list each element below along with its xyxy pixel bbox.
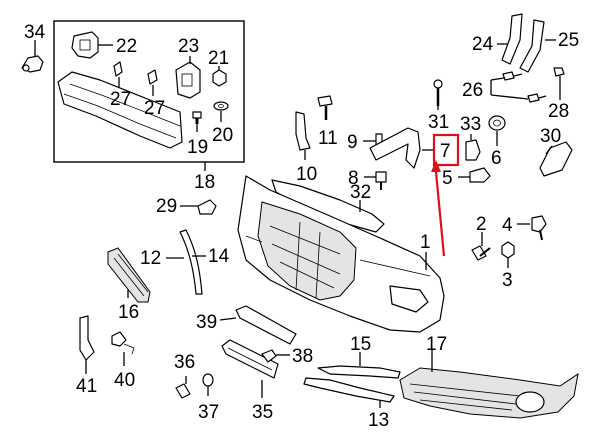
- callout-7: 7: [440, 141, 451, 162]
- callout-32: 32: [350, 182, 371, 203]
- part-27-pads-drawing: [113, 61, 158, 96]
- callout-24: 24: [472, 34, 494, 55]
- callout-11: 11: [318, 128, 338, 149]
- callout-35: 35: [252, 402, 273, 423]
- part-34-clip-drawing: [21, 40, 44, 73]
- callout-29: 29: [156, 196, 177, 217]
- callout-6: 6: [491, 148, 502, 169]
- part-17-lower-grille-drawing: [399, 350, 579, 419]
- callout-38: 38: [292, 346, 313, 367]
- callout-37: 37: [198, 402, 219, 423]
- part-37-washer-drawing: [202, 373, 214, 396]
- part-6-grommet-drawing: [488, 115, 506, 146]
- callout-18: 18: [194, 172, 215, 193]
- callout-8: 8: [348, 168, 359, 189]
- callout-41: 41: [76, 376, 97, 397]
- callout-4: 4: [502, 215, 513, 236]
- part-5-clip-drawing: [458, 167, 491, 183]
- callout-10: 10: [296, 164, 317, 185]
- callout-28: 28: [548, 101, 569, 122]
- part-39-plate-bracket-drawing: [219, 305, 297, 345]
- part-19-screw-drawing: [192, 111, 202, 132]
- callout-13: 13: [368, 410, 389, 431]
- callout-26: 26: [462, 80, 483, 101]
- part-41-bracket-drawing: [79, 315, 95, 374]
- part-2-bolt-drawing: [471, 232, 491, 261]
- part-26-screws-drawing: [490, 71, 547, 103]
- part-16-grille-drawing: [107, 247, 151, 303]
- callout-1: 1: [420, 232, 431, 253]
- callout-19: 19: [187, 137, 208, 158]
- part-21-nut-drawing: [212, 66, 227, 87]
- part-28-screw-drawing: [553, 67, 565, 100]
- callout-22: 22: [116, 36, 137, 57]
- callout-27-left: 27: [110, 89, 131, 110]
- callout-12: 12: [140, 248, 161, 269]
- part-33-clip-drawing: [465, 134, 481, 161]
- part-24-strip-drawing: [497, 13, 523, 65]
- callout-34: 34: [24, 22, 46, 43]
- part-19-absorber-bar-drawing: [57, 71, 183, 149]
- part-35-plate-holder-drawing: [221, 339, 279, 398]
- part-23-bracket-drawing: [175, 56, 201, 99]
- callout-30: 30: [540, 126, 561, 147]
- callout-25: 25: [558, 30, 579, 51]
- part-8-bolt-drawing: [364, 171, 387, 190]
- callout-3: 3: [502, 270, 513, 291]
- callout-21: 21: [208, 48, 229, 69]
- part-11-screw-drawing: [317, 95, 333, 120]
- part-22-bracket-drawing: [71, 31, 113, 59]
- callout-36: 36: [174, 352, 195, 373]
- callout-39: 39: [196, 312, 217, 333]
- part-31-screw-drawing: [433, 79, 443, 110]
- callout-31: 31: [428, 112, 449, 133]
- part-10-bracket-drawing: [295, 111, 311, 160]
- part-7-bracket-drawing: [369, 127, 434, 169]
- part-29-clip-drawing: [180, 199, 217, 215]
- part-15-13-trim-drawing: [303, 352, 401, 408]
- part-3-nut-drawing: [501, 241, 515, 268]
- callout-27-right: 27: [144, 98, 165, 119]
- callout-20: 20: [212, 125, 233, 146]
- part-36-screw-drawing: [175, 376, 191, 399]
- part-38-screw-drawing: [261, 349, 290, 363]
- inset-box: [53, 20, 245, 171]
- highlight-marker: [431, 133, 460, 257]
- part-20-washer-drawing: [213, 101, 229, 122]
- callout-23: 23: [178, 36, 199, 57]
- callout-5: 5: [442, 168, 453, 189]
- callout-17: 17: [426, 334, 447, 355]
- part-30-bracket-drawing: [539, 141, 573, 177]
- part-1-bumper-cover-drawing: [237, 175, 445, 333]
- callout-9: 9: [347, 132, 358, 153]
- callout-15: 15: [350, 334, 371, 355]
- callout-14: 14: [208, 246, 230, 267]
- callout-2: 2: [476, 214, 487, 235]
- part-40-sensor-drawing: [111, 331, 135, 366]
- part-12-14-strips-drawing: [166, 229, 206, 295]
- part-25-strip-drawing: [519, 19, 556, 73]
- part-4-bolt-drawing: [517, 215, 547, 241]
- callout-16: 16: [118, 302, 139, 323]
- callout-33: 33: [460, 114, 481, 135]
- callout-40: 40: [114, 370, 135, 391]
